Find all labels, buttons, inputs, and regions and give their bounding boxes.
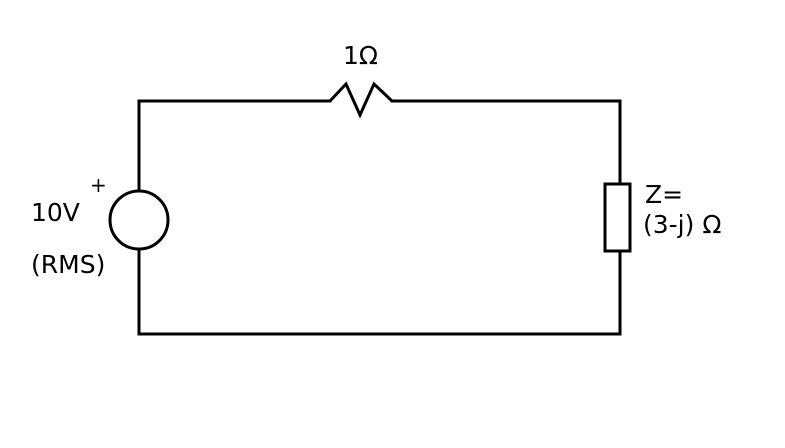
resistor-symbol	[328, 81, 394, 119]
source-voltage-label: 10V	[31, 198, 80, 227]
source-polarity-plus: +	[90, 173, 107, 197]
source-rms-label: (RMS)	[31, 250, 105, 279]
resistor-label: 1Ω	[343, 41, 378, 70]
voltage-source-symbol	[108, 189, 170, 251]
impedance-label-line1: Z=	[645, 180, 683, 209]
impedance-label-line2: (3-j) Ω	[643, 210, 721, 239]
impedance-symbol	[603, 182, 632, 253]
wires	[137, 99, 622, 336]
